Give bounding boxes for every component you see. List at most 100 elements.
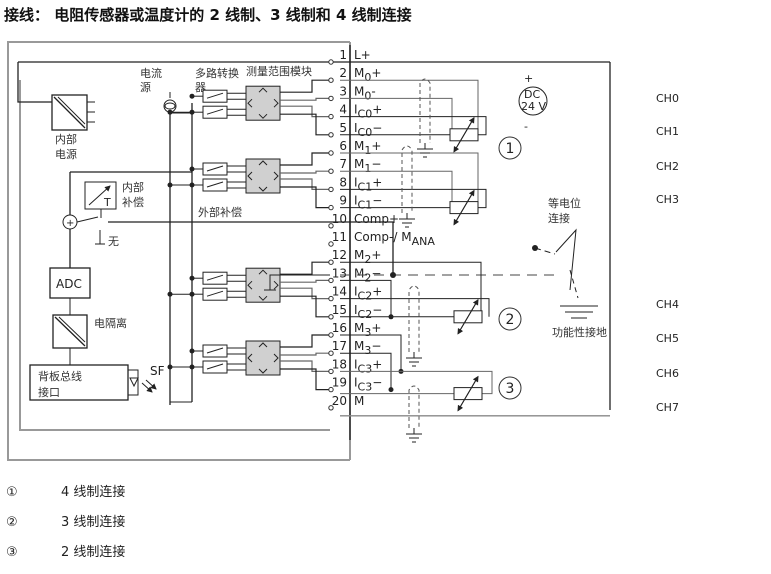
connection-marker-1: 1 [498, 136, 522, 160]
sensor-wire [340, 152, 479, 202]
isolation-block: 电隔离 [52, 314, 127, 365]
current-source-label-2: 源 [140, 80, 151, 94]
cable-shield [419, 78, 431, 143]
pin-name: IC2+ [354, 285, 382, 303]
arrow-down-icon [258, 186, 268, 192]
pin-name: M [354, 394, 364, 408]
terminal-1[interactable]: 1 L+ [328, 48, 371, 65]
terminal-screw [328, 77, 334, 83]
mux-output-wire [280, 186, 331, 209]
switch-contact [206, 347, 224, 354]
range-module-block [245, 85, 281, 121]
sensor-wire [340, 188, 487, 209]
pin-number: 5 [339, 121, 347, 135]
mux-output-wire [280, 287, 331, 300]
switch-contact [206, 181, 224, 188]
internal-comp-label-2: 补偿 [122, 195, 144, 209]
pin-name: M0- [354, 84, 376, 102]
marker-number: 3 [506, 381, 515, 397]
pin-name: IC2− [354, 303, 382, 321]
variable-arrow [453, 117, 475, 153]
pin-number: 1 [339, 48, 347, 62]
terminal-screw [328, 241, 334, 247]
arrow-down-icon [258, 295, 268, 301]
terminal-screw [328, 314, 334, 320]
pin-name: M3− [354, 339, 381, 357]
pin-number: 9 [339, 194, 347, 208]
marker-circle [498, 136, 522, 160]
variable-arrow [457, 376, 479, 412]
pin-name: Comp+ [354, 212, 399, 226]
arrow-right-icon [273, 353, 279, 363]
terminal-screw [328, 59, 334, 65]
cable-shield-ch0 [417, 78, 433, 158]
arrow-left-icon [247, 171, 253, 181]
pin-number: 14 [332, 285, 347, 299]
mux-output-wire [280, 105, 331, 118]
sensor-wire [340, 79, 479, 129]
legend-text: 4 线制连接 [61, 485, 126, 500]
range-module-block [245, 158, 281, 194]
channel-label-ch1: CH1 [656, 125, 679, 138]
terminal-14[interactable]: 14 IC2+ [328, 285, 382, 303]
internal-power-label-2: 电源 [55, 147, 77, 161]
sensor-wire [340, 298, 490, 317]
pin-name: IC1+ [354, 175, 382, 193]
legend-marker: ① [6, 485, 18, 500]
terminal-screw [328, 350, 334, 356]
rtd-sensor [449, 116, 479, 153]
pin-name: L+ [354, 48, 371, 62]
mux-output-wire [280, 360, 331, 372]
internal-compensation: T 内部 补偿 + 无 外部补偿 [62, 172, 330, 268]
marker-circle [498, 307, 522, 331]
marker-circle [498, 376, 522, 400]
pin-name: IC3+ [354, 357, 382, 375]
channel-label-ch4: CH4 [656, 298, 679, 311]
terminal-screw [328, 150, 334, 156]
channel-label-ch7: CH7 [656, 401, 679, 414]
channel-label-ch5: CH5 [656, 332, 679, 345]
channel-label-ch0: CH0 [656, 92, 679, 105]
rtd-sensor [453, 298, 483, 335]
junction-dot [388, 314, 394, 320]
mux-output-wire [280, 178, 331, 190]
sensor-wire [340, 116, 487, 136]
legend-marker: ③ [6, 545, 18, 560]
terminal-screw [328, 386, 334, 393]
junction-dot [189, 93, 195, 99]
mux-output-wire [280, 170, 331, 174]
backplane-label-1: 背板总线 [38, 369, 82, 383]
backplane-interface: 背板总线 接口 SF [29, 364, 165, 401]
sensor-wire [340, 352, 392, 390]
arrow-right-icon [273, 171, 279, 181]
pin-number: 19 [332, 376, 347, 390]
2wire-ch3 [340, 334, 493, 395]
cable-shield [408, 385, 420, 428]
arrow-right-icon [273, 280, 279, 290]
functional-ground-label: 功能性接地 [552, 325, 607, 339]
mux-output-wire [280, 97, 331, 101]
internal-comp-label-1: 内部 [122, 180, 144, 194]
mux-group-3 [167, 261, 331, 318]
dc-label: DC [524, 88, 540, 101]
